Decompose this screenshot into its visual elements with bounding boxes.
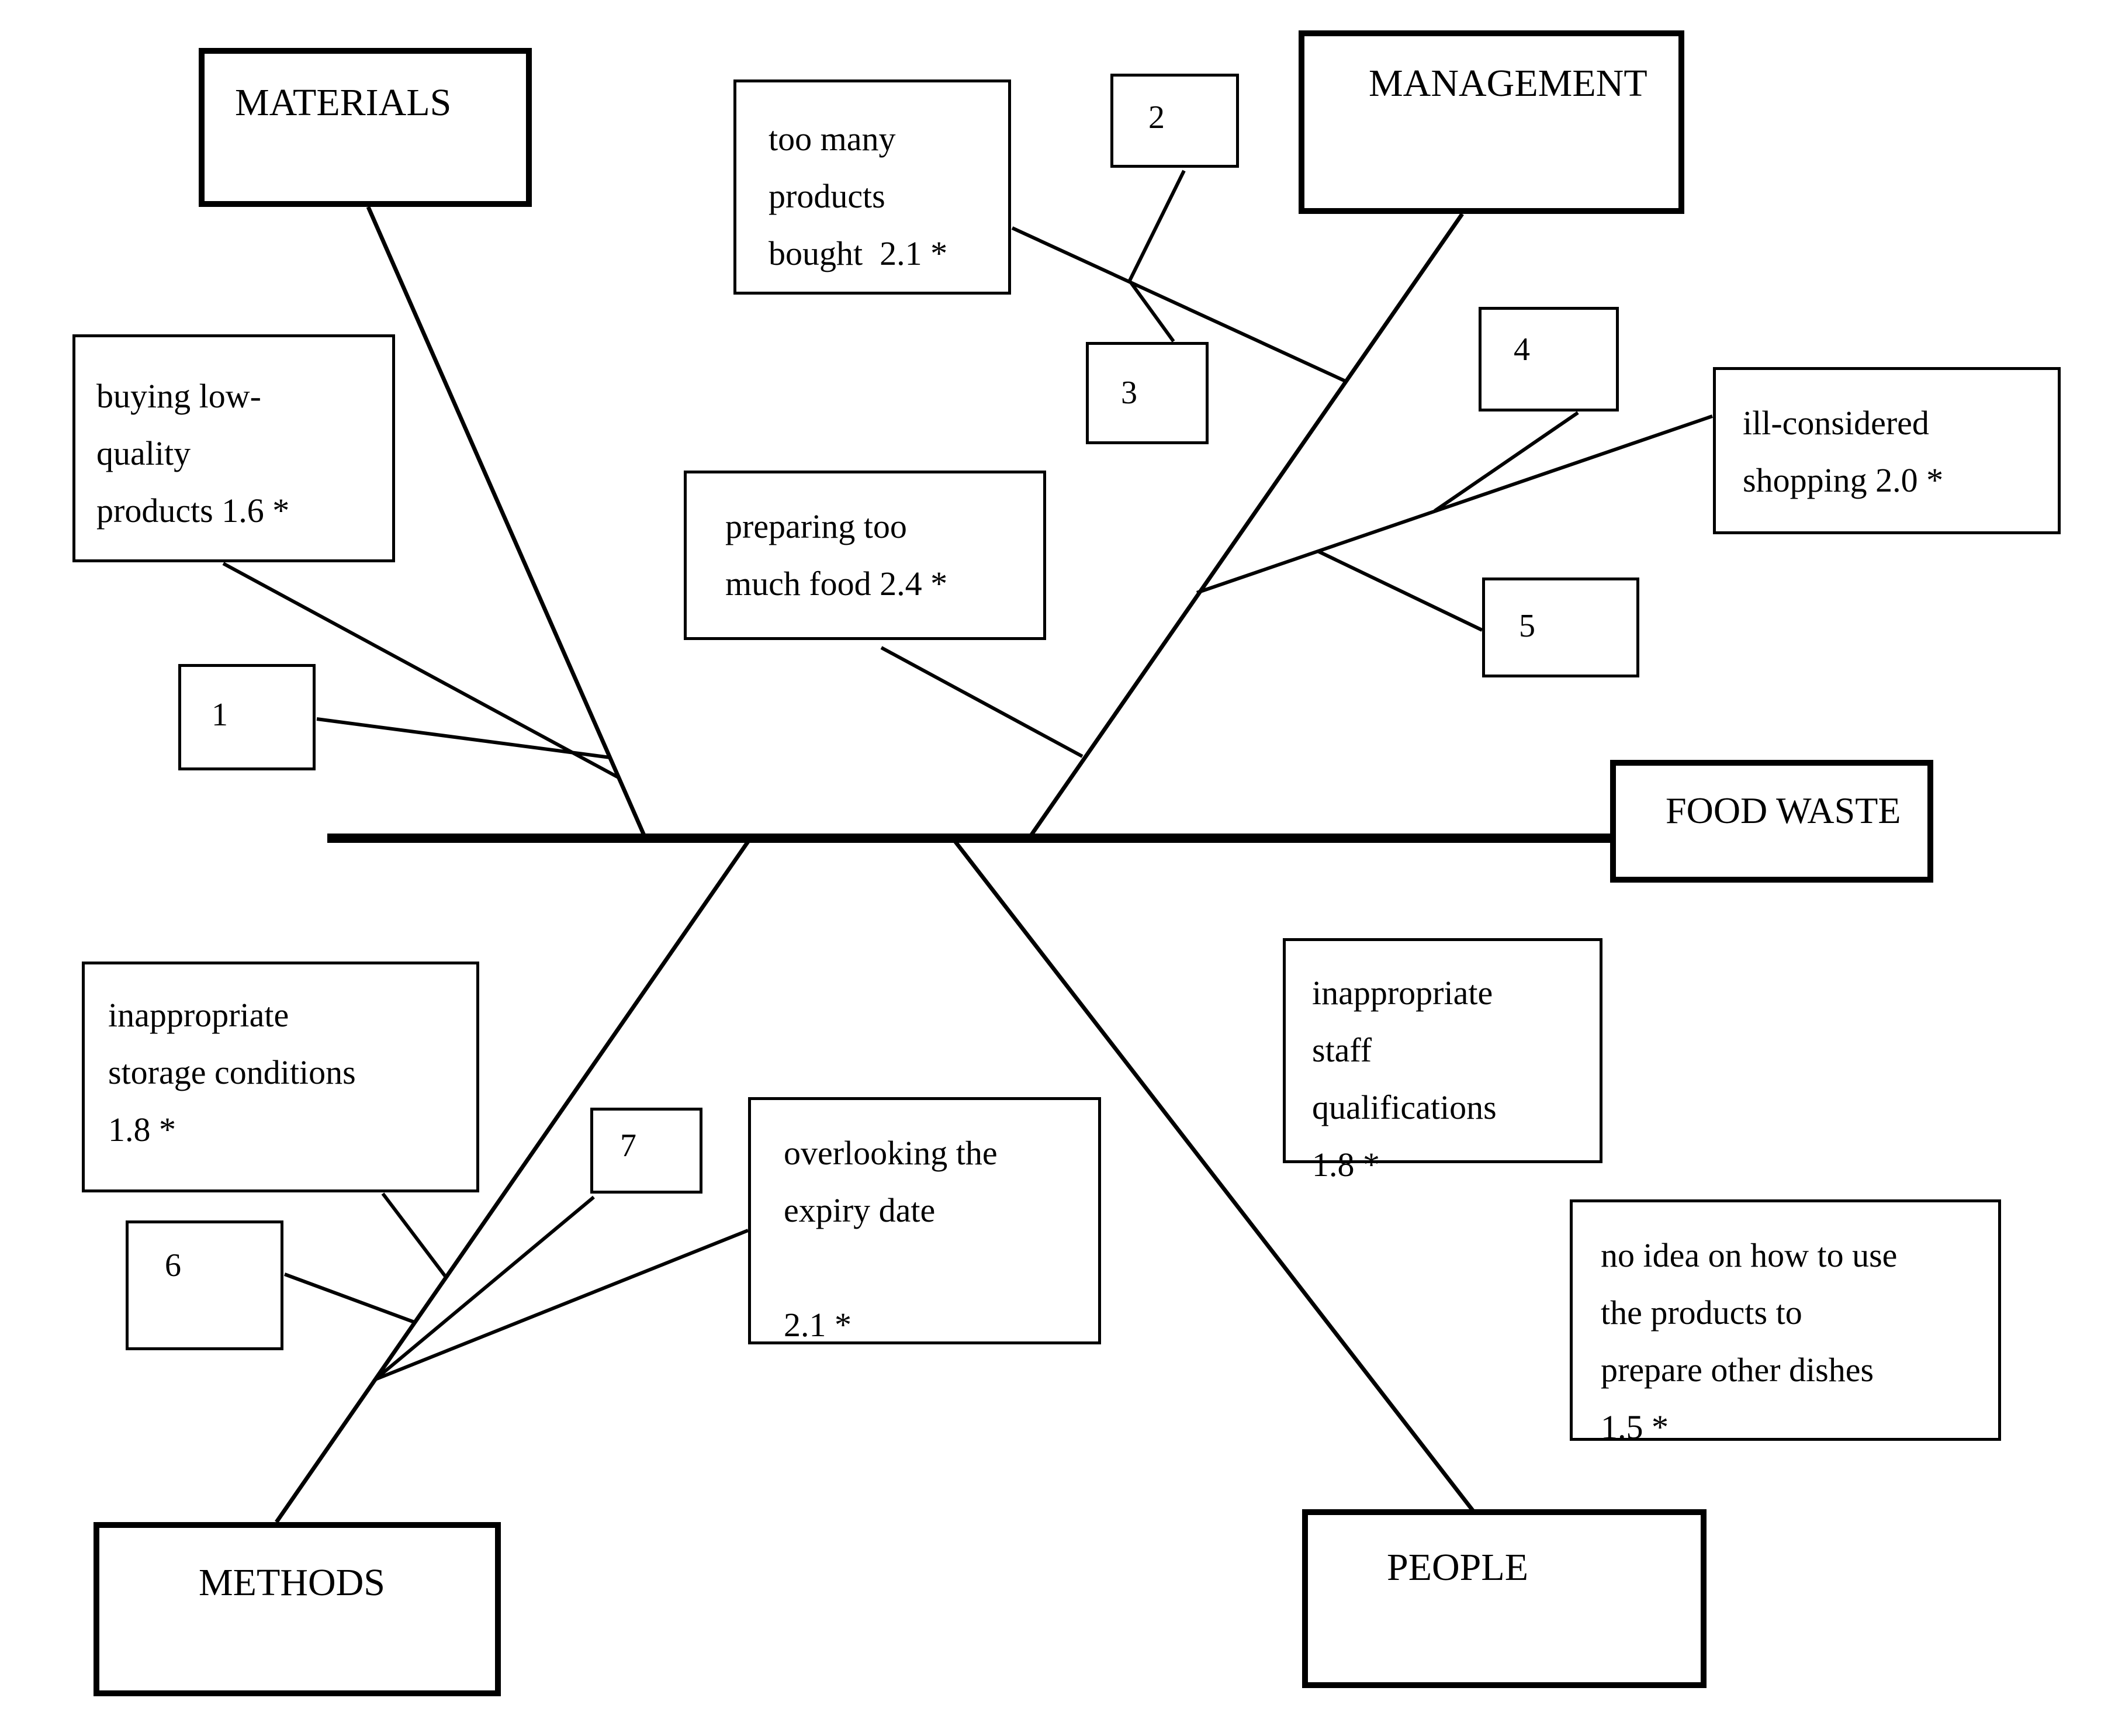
management-branch-line (1026, 213, 1464, 842)
category-label-management: MANAGEMENT (1369, 62, 1647, 105)
marker-box-1: 1 (178, 664, 316, 770)
connector-marker-2 (1127, 170, 1186, 283)
marker-box-3: 3 (1086, 342, 1209, 444)
marker-label-1: 1 (212, 697, 228, 733)
cause-box-buying-low-quality: buying low- quality products 1.6 * (72, 334, 395, 562)
marker-box-4: 4 (1479, 307, 1619, 411)
connector-marker-3 (1129, 281, 1175, 343)
marker-label-3: 3 (1121, 375, 1137, 411)
connector-marker-1 (316, 717, 611, 759)
cause-box-overlooking-expiry: overlooking the expiry date 2.1 * (748, 1097, 1101, 1344)
cause-box-staff-qualifications: inappropriate staff qualifications 1.8 * (1283, 938, 1602, 1184)
connector-too-many-products (1011, 226, 1347, 383)
marker-box-5: 5 (1482, 577, 1639, 677)
connector-marker-4 (1434, 411, 1579, 513)
marker-label-7: 7 (620, 1128, 636, 1164)
cause-box-inappropriate-storage: inappropriate storage conditions 1.8 * (82, 962, 479, 1192)
cause-box-ill-considered: ill-considered shopping 2.0 * (1713, 367, 2061, 534)
connector-inappropriate-storage (381, 1192, 448, 1278)
cause-text-overlooking-expiry: overlooking the expiry date 2.1 * (784, 1134, 998, 1344)
category-box-people: PEOPLE (1302, 1509, 1707, 1688)
cause-box-no-idea-other-dishes: no idea on how to use the products to pr… (1570, 1199, 2001, 1446)
marker-label-6: 6 (165, 1247, 181, 1284)
cause-text-staff-qualifications: inappropriate staff qualifications 1.8 * (1312, 974, 1497, 1184)
cause-text-too-many-products: too many products bought 2.1 * (769, 120, 948, 272)
connector-marker-5 (1317, 549, 1483, 632)
connector-marker-6 (283, 1272, 416, 1324)
category-box-management: MANAGEMENT (1299, 30, 1684, 214)
cause-text-no-idea-other-dishes: no idea on how to use the products to pr… (1601, 1236, 1898, 1446)
cause-text-preparing-too-much: preparing too much food 2.4 * (725, 507, 948, 603)
connector-overlooking-expiry (374, 1229, 749, 1381)
people-branch-line (951, 836, 1474, 1512)
category-box-methods: METHODS (94, 1522, 501, 1696)
connector-marker-7 (374, 1195, 595, 1381)
materials-branch-line (366, 206, 649, 842)
category-box-materials: MATERIALS (199, 48, 532, 207)
marker-box-6: 6 (126, 1220, 283, 1350)
cause-text-buying-low-quality: buying low- quality products 1.6 * (96, 377, 290, 530)
marker-box-7: 7 (590, 1108, 702, 1194)
marker-label-4: 4 (1514, 331, 1530, 368)
marker-label-2: 2 (1148, 99, 1165, 136)
connector-preparing-too-much (880, 646, 1084, 758)
connector-buying-low-quality (222, 562, 619, 779)
category-label-methods: METHODS (199, 1561, 386, 1604)
category-label-people: PEOPLE (1387, 1546, 1529, 1589)
marker-box-2: 2 (1110, 74, 1239, 168)
category-label-materials: MATERIALS (235, 81, 452, 124)
effect-label: FOOD WASTE (1666, 790, 1901, 831)
marker-label-5: 5 (1519, 608, 1535, 644)
cause-box-too-many-products: too many products bought 2.1 * (733, 79, 1011, 295)
effect-box-food-waste: FOOD WASTE (1610, 760, 1933, 883)
cause-text-ill-considered: ill-considered shopping 2.0 * (1743, 404, 1944, 499)
cause-box-preparing-too-much: preparing too much food 2.4 * (684, 471, 1046, 640)
cause-text-inappropriate-storage: inappropriate storage conditions 1.8 * (108, 996, 356, 1149)
connector-ill-considered (1196, 414, 1713, 594)
methods-branch-line (275, 837, 752, 1523)
